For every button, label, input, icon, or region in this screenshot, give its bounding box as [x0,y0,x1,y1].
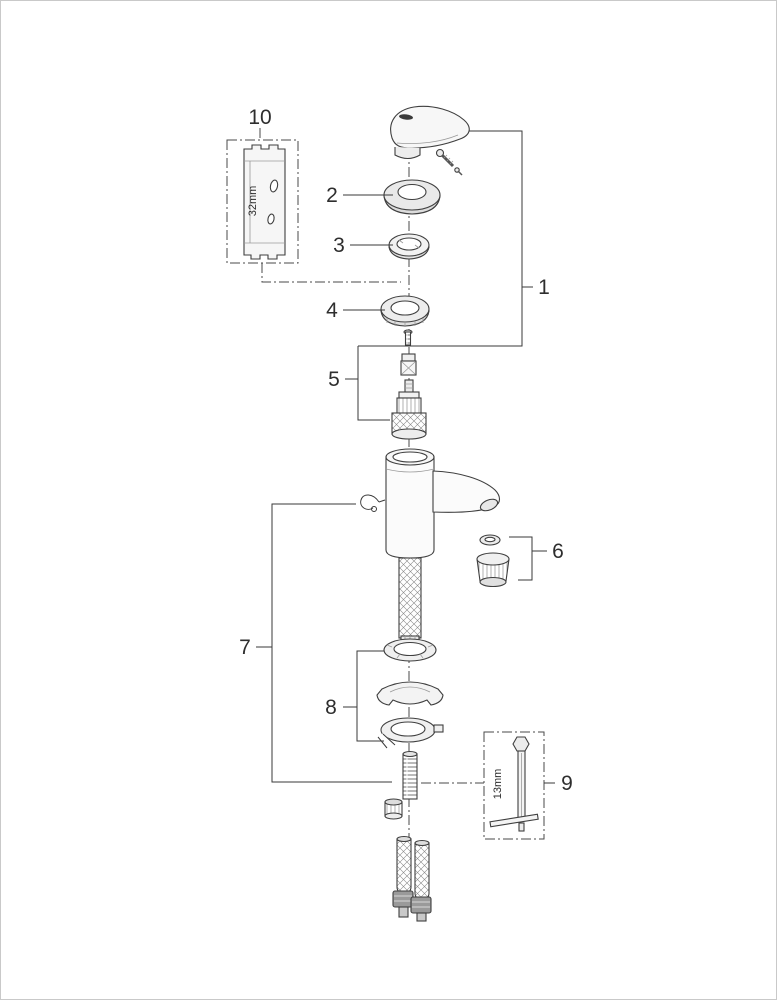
callout-8: 8 [325,696,337,719]
set-screw [403,329,413,346]
cartridge-tool-size-label: 32mm [247,186,259,217]
retaining-ring [388,233,430,260]
callout-6: 6 [552,540,564,563]
callout-4: 4 [326,299,338,322]
callout-labels: 10 2 3 1 4 5 6 7 8 9 [239,106,573,795]
supply-hose-upper [398,557,422,648]
threaded-stud [402,750,418,800]
callout-leader-lines [256,130,555,784]
supply-hose-right [410,839,432,922]
socket-tool [489,736,539,832]
faucet-body [385,448,501,559]
callout-5: 5 [328,368,340,391]
socket-tool-size-label: 13mm [492,769,504,800]
supply-hose-left [392,835,414,918]
callout-10: 10 [248,106,271,129]
tool-connector-lines [259,128,484,784]
callout-7: 7 [239,636,251,659]
aerator-seal-ring [479,534,501,546]
spout [432,470,501,513]
socket-tool-box: 13mm [483,731,545,840]
cartridge-cap [400,353,417,376]
chain-hook [360,494,386,512]
cartridge [391,379,427,440]
lever-handle [390,105,470,160]
seal-ring [380,295,430,327]
callout-3: 3 [333,234,345,257]
callout-2: 2 [326,184,338,207]
handle-screw [435,148,463,176]
callout-9: 9 [561,772,573,795]
mounting-seal-ring [383,638,437,662]
mounting-nut [384,798,403,820]
aerator-tip [479,498,499,512]
callout-1: 1 [538,276,550,299]
mounting-clamp [376,681,444,706]
cartridge-tool [243,144,286,260]
horseshoe-washer [377,717,444,749]
cartridge-tool-box: 32mm [226,139,299,264]
aerator-housing [476,552,510,588]
dome-cap [383,179,441,215]
